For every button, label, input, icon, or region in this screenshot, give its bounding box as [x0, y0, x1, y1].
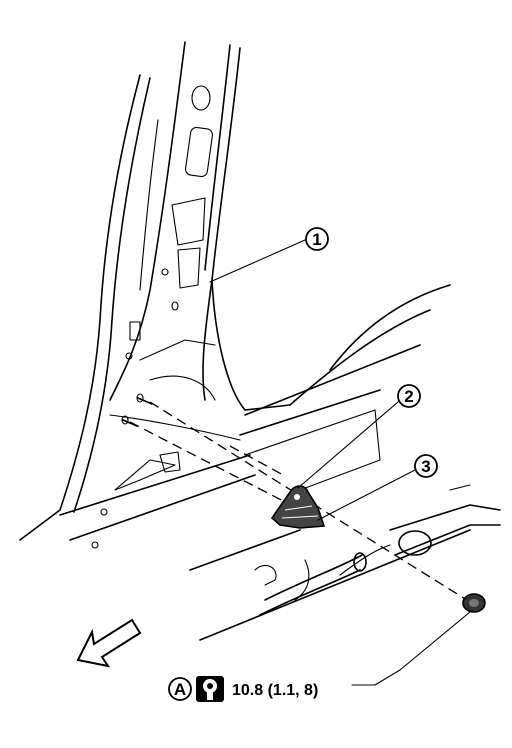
- callout-1-label: 1: [312, 230, 321, 249]
- front-direction-arrow-icon: [76, 618, 142, 668]
- pillar-bolts: [121, 393, 153, 427]
- leader-lines: [209, 239, 471, 686]
- torque-wrench-icon: [196, 676, 224, 702]
- callout-2: 2: [397, 384, 421, 408]
- anchor-bolt: [462, 593, 486, 613]
- callout-1: 1: [305, 227, 329, 251]
- center-pillar: [19, 41, 291, 541]
- torque-value: 10.8 (1.1, 8): [232, 682, 318, 699]
- floor-rails: [189, 484, 501, 641]
- torque-marker: A: [174, 680, 186, 699]
- torque-spec: A 10.8 (1.1, 8): [168, 676, 318, 702]
- callout-3-label: 3: [421, 457, 430, 476]
- callout-3: 3: [414, 454, 438, 478]
- side-sill: [59, 284, 451, 549]
- seat-belt-anchor: [270, 485, 326, 529]
- callout-2-label: 2: [404, 387, 413, 406]
